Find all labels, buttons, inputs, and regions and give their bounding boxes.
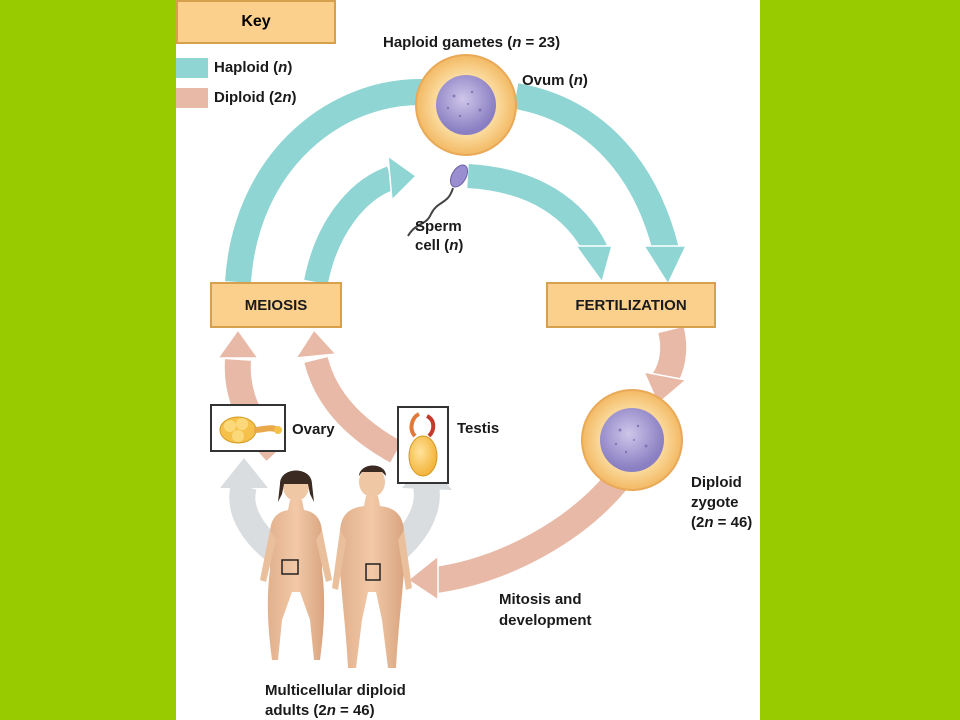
ovary-icon xyxy=(219,416,282,444)
ovary-label: Ovary xyxy=(292,421,335,438)
sperm-tail xyxy=(407,187,454,237)
haploid-outer-arrowhead-right xyxy=(642,245,688,286)
diploid-development-arc xyxy=(434,473,626,593)
key-diploid-label: Diploid (2n) xyxy=(214,89,297,106)
testis-thumbnail xyxy=(397,406,449,484)
diploid-fertilization-arc xyxy=(652,326,687,388)
haploid-outer-arc xyxy=(225,78,443,283)
diploid-swatch xyxy=(176,88,208,108)
male-adult xyxy=(332,465,412,668)
meiosis-box: MEIOSIS xyxy=(210,282,342,328)
key-title: Key xyxy=(176,0,336,44)
testis-icon xyxy=(408,412,438,477)
life-cycle-diagram xyxy=(216,54,688,668)
key-haploid-label: Haploid (n) xyxy=(214,59,293,76)
haploid-inner-arc xyxy=(304,166,396,285)
diagram-panel: Key Haploid (n) Diploid (2n) Haploid gam… xyxy=(176,0,760,720)
diploid-testis-arc xyxy=(304,356,402,463)
female-adult xyxy=(260,470,332,660)
ovum-label: Ovum (n) xyxy=(522,72,588,89)
haploid-inner-arrowhead-right xyxy=(574,245,613,284)
ovary-thumbnail xyxy=(210,404,286,452)
sperm-head xyxy=(449,164,469,188)
haploid-gametes-label: Haploid gametes (n = 23) xyxy=(383,34,561,51)
testis-label: Testis xyxy=(457,420,500,437)
haploid-swatch xyxy=(176,58,208,78)
fertilization-box: FERTILIZATION xyxy=(546,282,716,328)
haploid-inner-arrowhead-left xyxy=(387,154,418,202)
